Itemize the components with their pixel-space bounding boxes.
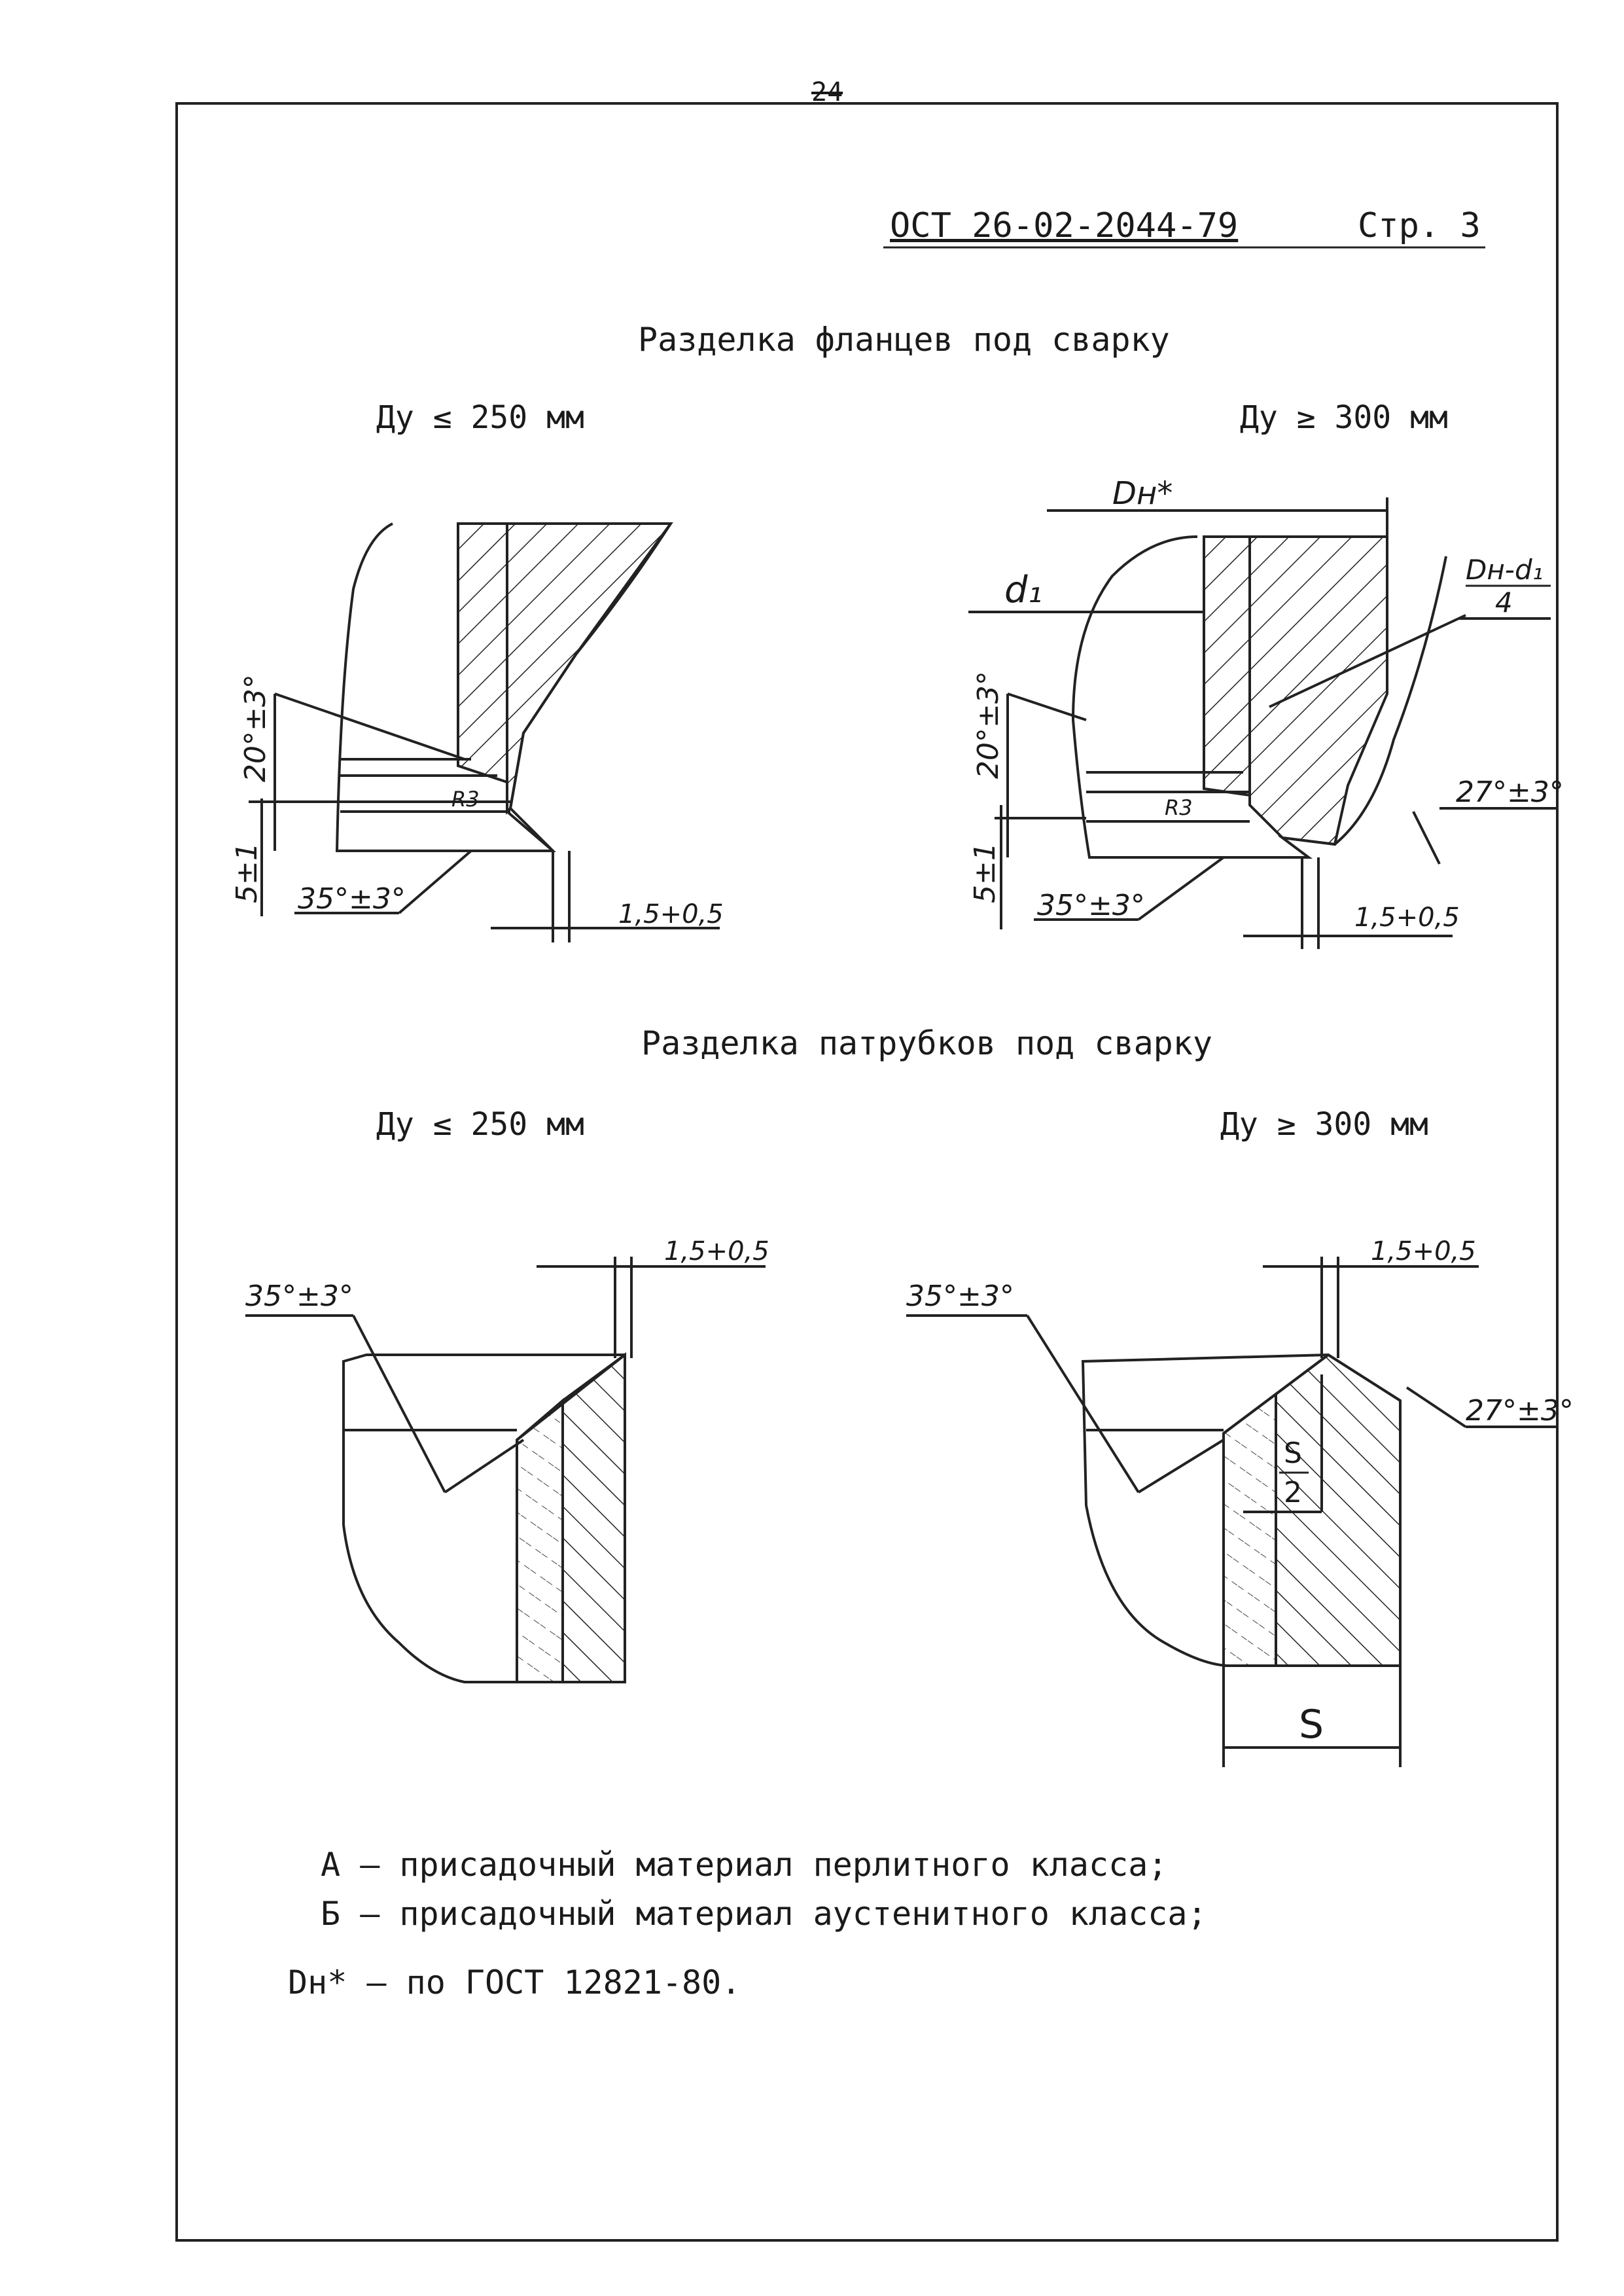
doc-code: ОСТ 26-02-2044-79 (890, 206, 1239, 245)
legend-line-dn: Dн* – по ГОСТ 12821-80. (288, 1964, 741, 2001)
nozzles-left-label: Ду ≤ 250 мм (376, 1106, 584, 1143)
flanges-left-label: Ду ≤ 250 мм (376, 399, 584, 436)
legend-line-a: А – присадочный материал перлитного клас… (321, 1846, 1168, 1884)
page-mark: 24 (811, 77, 843, 107)
flanges-section-title: Разделка фланцев под сварку (638, 321, 1170, 359)
legend-line-b: Б – присадочный материал аустенитного кл… (321, 1895, 1207, 1933)
nozzles-section-title: Разделка патрубков под сварку (641, 1024, 1212, 1062)
nozzle-right-drawing (906, 1257, 1557, 1767)
page-border (175, 102, 1559, 2242)
flange-right-drawing (968, 497, 1557, 949)
flanges-right-label: Ду ≥ 300 мм (1240, 399, 1448, 436)
page-label: Стр. 3 (1358, 206, 1481, 245)
flange-left-drawing (249, 522, 720, 942)
nozzle-left-drawing (245, 1257, 766, 1683)
nozzles-right-label: Ду ≥ 300 мм (1220, 1106, 1428, 1143)
